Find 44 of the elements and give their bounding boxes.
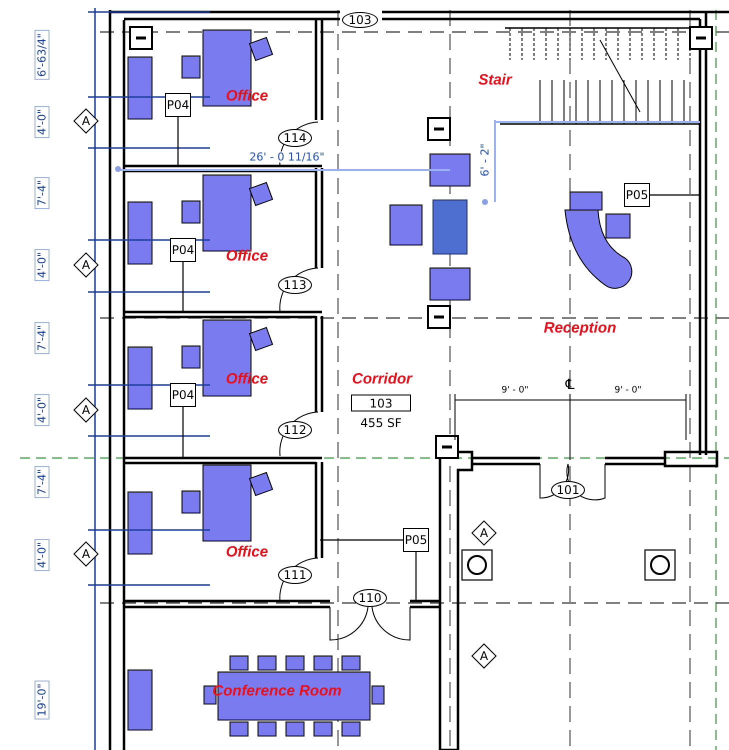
dimension-text: 6' - 2"	[480, 143, 490, 177]
dimension-text: 4'-0"	[34, 106, 50, 138]
dimension-text: 7'-4"	[34, 176, 50, 210]
dimension-text: 6'-63/4"	[34, 30, 50, 80]
dimension-text: 9' - 0"	[501, 386, 529, 396]
dimension-text: 4'-0"	[34, 248, 50, 282]
centerline-symbol: ℄	[566, 378, 574, 392]
tag-label: P05	[403, 528, 429, 552]
door-tag: 114	[278, 129, 312, 147]
dimension-text: 4'-0"	[34, 394, 50, 426]
keynote-tag: A	[471, 520, 497, 546]
room-name: Stair	[478, 72, 512, 88]
leader-line	[320, 539, 403, 541]
door-tag: 111	[278, 566, 312, 584]
leader-line	[182, 407, 184, 458]
tag-label: P04	[170, 238, 196, 262]
dimension-text: 7'-4"	[34, 466, 50, 498]
leader-line	[177, 117, 179, 165]
leader-line	[415, 552, 417, 600]
door-tag: 101	[551, 481, 585, 499]
room-number-tag: 103	[351, 394, 411, 412]
dimension-text: 9' - 0"	[614, 386, 642, 396]
dimension-text: 7'-4"	[34, 322, 50, 354]
dimension-text: 19'-0"	[34, 680, 50, 720]
keynote-tag: A	[73, 108, 99, 134]
door-tag: 113	[278, 276, 312, 294]
tag-label: P04	[165, 93, 191, 117]
room-name: Office	[226, 248, 268, 264]
dimension-text: 4'-0"	[34, 538, 50, 572]
dimension-text: 26' - 0 11/16"	[249, 152, 325, 162]
tag-label: P04	[170, 383, 196, 407]
leader-line	[182, 262, 184, 312]
door-tag: 112	[278, 421, 312, 439]
leader-line	[650, 194, 700, 196]
area-text: 455 SF	[360, 417, 402, 429]
room-name: Office	[226, 544, 268, 560]
keynote-tag: A	[73, 541, 99, 567]
keynote-tag: A	[73, 252, 99, 278]
door-tag: 110	[353, 589, 387, 607]
door-tag: 103	[342, 12, 378, 28]
keynote-tag: A	[73, 397, 99, 423]
room-name: Corridor	[352, 372, 412, 386]
tag-label: P05	[624, 183, 650, 207]
keynote-tag: A	[471, 643, 497, 669]
